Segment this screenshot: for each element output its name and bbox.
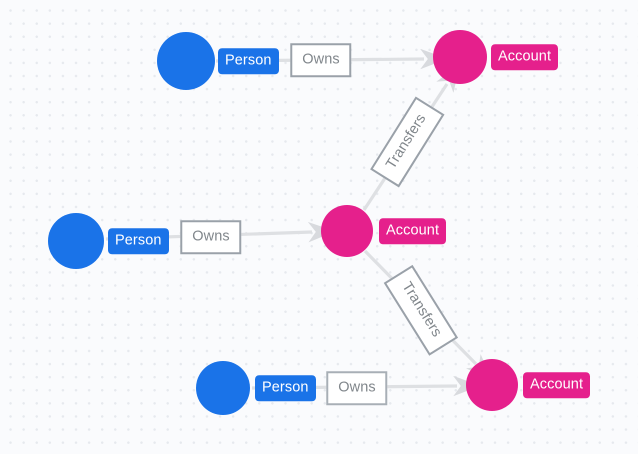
edge-label-owns-1[interactable]: Owns <box>290 43 352 77</box>
node-label-person-2[interactable]: Person <box>108 228 169 254</box>
node-label-account-2[interactable]: Account <box>379 218 447 244</box>
node-account-1[interactable] <box>433 30 487 84</box>
node-label-account-1[interactable]: Account <box>491 44 559 70</box>
edge-label-owns-2[interactable]: Owns <box>180 220 242 254</box>
node-label-person-1[interactable]: Person <box>218 48 279 74</box>
node-account-3[interactable] <box>466 359 518 411</box>
node-person-1[interactable] <box>157 32 215 90</box>
edge-label-transfers-2[interactable]: Transfers <box>384 264 458 356</box>
edge-label-owns-3[interactable]: Owns <box>326 371 388 405</box>
node-person-3[interactable] <box>196 361 250 415</box>
node-account-2[interactable] <box>321 205 373 257</box>
edge-label-transfers-1[interactable]: Transfers <box>370 96 444 188</box>
node-label-account-3[interactable]: Account <box>523 372 591 398</box>
node-label-person-3[interactable]: Person <box>255 375 316 401</box>
node-person-2[interactable] <box>48 213 104 269</box>
